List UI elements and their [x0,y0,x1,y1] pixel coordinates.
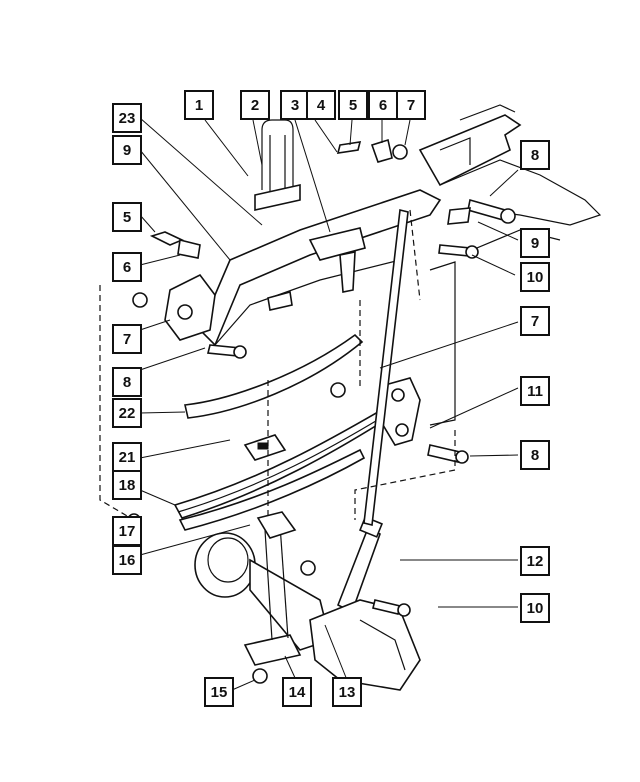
callout-8: 8 [520,140,550,170]
callout-14: 14 [282,677,312,707]
rear-shackle [379,377,421,446]
callout-23: 23 [112,103,142,133]
callout-1: 1 [184,90,214,120]
callout-6: 6 [368,90,398,120]
callout-9: 9 [520,228,550,258]
callout-10: 10 [520,262,550,292]
callout-7: 7 [520,306,550,336]
leaf-spring-upper [184,333,364,419]
callout-11: 11 [520,376,550,406]
callout-7: 7 [112,324,142,354]
callout-21: 21 [112,442,142,472]
shock-absorber [336,209,409,614]
callout-5: 5 [112,202,142,232]
callout-17: 17 [112,516,142,546]
callout-8: 8 [520,440,550,470]
u-bolt-plate [243,524,302,666]
callout-2: 2 [240,90,270,120]
spring-clamp [256,511,297,539]
callout-8: 8 [112,367,142,397]
callout-22: 22 [112,398,142,428]
callout-13: 13 [332,677,362,707]
callout-6: 6 [112,252,142,282]
axle-drum [194,532,331,651]
front-spring-hanger [164,273,216,341]
body-floor-panel [429,159,602,426]
callout-4: 4 [306,90,336,120]
callout-15: 15 [204,677,234,707]
bump-stop-bracket [308,227,366,293]
callout-7: 7 [396,90,426,120]
callout-10: 10 [520,593,550,623]
callout-9: 9 [112,135,142,165]
callout-12: 12 [520,546,550,576]
spring-seat-plate [243,434,287,461]
alignment-lines [99,209,456,521]
leaf-spring-pack [173,404,400,531]
frame-rail-main [199,189,442,347]
callout-5: 5 [338,90,368,120]
callout-16: 16 [112,545,142,575]
leader-lines [139,117,519,691]
fasteners [127,138,516,684]
callout-18: 18 [112,470,142,500]
differential-housing [309,599,421,691]
u-bolt [254,119,301,211]
